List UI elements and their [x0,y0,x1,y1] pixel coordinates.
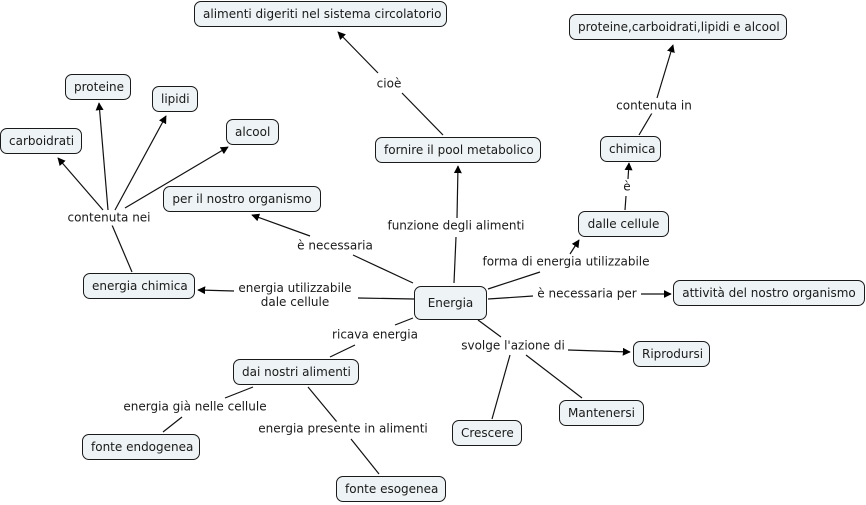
edge-fornire-cioe [401,92,444,136]
edge-energia-e-necessaria [352,254,414,284]
edge-ricava-dai-alimenti [329,344,356,358]
edge-energia-chimica-contenuta-nei [111,224,133,273]
edge-chimica-contenuta-in [638,112,653,136]
concept-fonte-endogenea[interactable]: fonte endogenea [82,434,200,460]
edge-contenuta-nei-lipidi [114,115,167,211]
link-e: è [621,179,633,195]
edge-energia-gia-endogenea [162,416,183,433]
link-funzione-degli-alimenti: funzione degli alimenti [385,218,527,234]
edge-contenuta-nei-alcool [124,146,229,209]
edge-utilizzabile-energia-chimica [197,286,235,295]
link-svolge-l-azione-di: svolge l'azione di [459,338,567,354]
link-energia-utilizzabile: energia utilizzabile dale cellule [236,281,354,309]
concept-attivita-del-nostro-organismo[interactable]: attività del nostro organismo [673,280,865,306]
concept-fornire-pool-metabolico[interactable]: fornire il pool metabolico [375,137,541,163]
link-contenuta-in: contenuta in [614,98,694,114]
concept-dai-nostri-alimenti[interactable]: dai nostri alimenti [233,359,359,385]
concept-alimenti-digeriti[interactable]: alimenti digeriti nel sistema circolator… [194,1,447,27]
concept-mantenersi[interactable]: Mantenersi [559,400,644,426]
edge-e-chimica [624,162,633,180]
concept-carboidrati[interactable]: carboidrati [0,128,82,154]
edge-svolge-mantenersi [525,354,583,399]
link-e-necessaria-per: è necessaria per [535,286,639,302]
edge-funzione-fornire [453,165,462,219]
edge-energia-forma [487,271,541,290]
edge-energia-necessaria-per [487,295,534,300]
edge-e-necessaria-per-organismo [251,213,311,237]
edge-dalle-cellule-e [624,195,627,211]
link-energia-utilizzabile-line2: dale cellule [260,295,330,309]
edge-energia-funzione [453,236,457,284]
concept-proteine-carboidrati-lipidi-alcool[interactable]: proteine,carboidrati,lipidi e alcool [569,14,787,40]
concept-riprodursi[interactable]: Riprodursi [633,341,710,367]
edge-contenuta-in-proteine-carb [656,44,675,99]
concept-energia-chimica[interactable]: energia chimica [83,273,195,299]
edge-contenuta-nei-carboidrati [57,157,104,211]
concept-energia[interactable]: Energia [414,286,487,320]
concept-dalle-cellule[interactable]: dalle cellule [578,211,669,237]
edge-energia-utilizzabile [357,297,415,300]
edge-svolge-crescere [491,354,511,420]
concept-fonte-esogenea[interactable]: fonte esogenea [336,476,446,502]
edge-energia-presente-esogenea [350,438,380,475]
link-cioe: cioè [374,76,404,92]
link-ricava-energia: ricava energia [330,327,420,343]
edge-dai-alimenti-energia-gia [224,386,254,399]
link-energia-presente-in-alimenti: energia presente in alimenti [256,421,430,437]
concept-chimica[interactable]: chimica [600,136,661,162]
edge-dai-alimenti-energia-presente [307,386,338,423]
concept-crescere[interactable]: Crescere [452,420,522,446]
link-contenuta-nei: contenuta nei [65,210,153,226]
edge-energia-svolge [477,319,502,338]
concept-lipidi[interactable]: lipidi [152,86,198,112]
edge-svolge-riprodursi [567,347,631,356]
edge-forma-dalle-cellule [569,239,580,255]
concept-alcool[interactable]: alcool [226,119,279,145]
edge-cioe-alimenti-digeriti [337,31,379,74]
concept-proteine[interactable]: proteine [65,74,131,100]
edge-contenuta-nei-proteine [95,102,109,211]
link-energia-gia-nelle-cellule: energia già nelle cellule [121,399,269,415]
concept-per-il-nostro-organismo[interactable]: per il nostro organismo [163,186,321,212]
link-forma-di-energia: forma di energia utilizzabile [480,254,652,270]
link-energia-utilizzabile-line1: energia utilizzabile [238,281,352,295]
link-e-necessaria: è necessaria [295,238,375,254]
edge-energia-ricava [394,317,414,326]
